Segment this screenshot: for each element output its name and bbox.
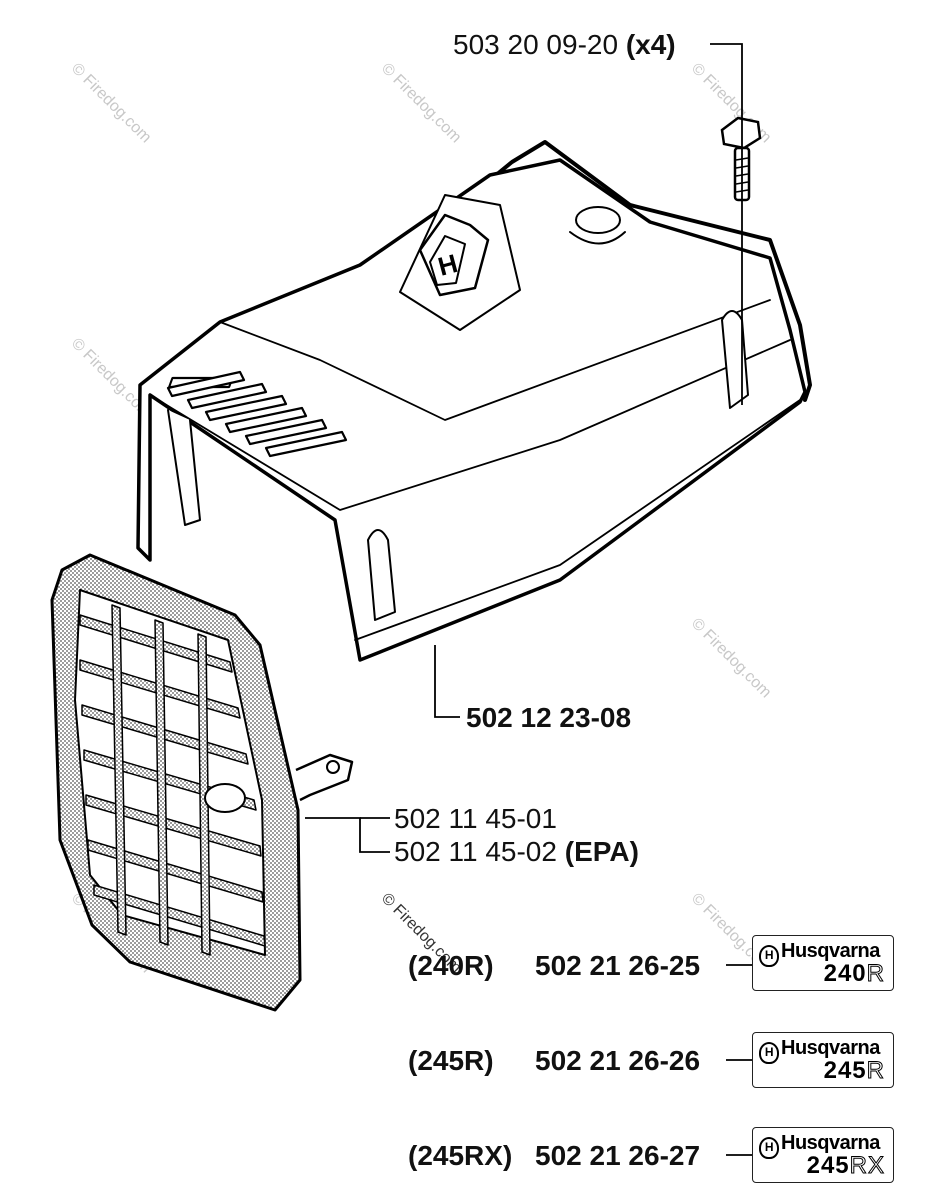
husqvarna-logo-icon: H [759, 1042, 779, 1064]
bolt-quantity: (x4) [625, 29, 676, 60]
bolt-part-label: 503 20 09-20 (x4) [453, 30, 676, 60]
cover-part-label: 502 12 23-08 [466, 703, 631, 733]
decal-model-number: 245R [823, 1057, 885, 1085]
decal-part-number-240r: 502 21 26-25 [535, 950, 701, 981]
grille-part-number-2: 502 11 45-02 [394, 836, 557, 867]
decal-model-240r: (240R) [408, 950, 494, 981]
cylinder-cover: H [136, 140, 812, 662]
decal-model-number: 240R [823, 960, 885, 988]
bolt-leader-line [710, 43, 743, 405]
grille-part-number-1: 502 11 45-01 [394, 803, 557, 834]
husqvarna-logo-icon: H [759, 1137, 779, 1159]
decal-model-245r: (245R) [408, 1045, 494, 1076]
grille-part-label-1: 502 11 45-01 [394, 804, 557, 834]
husqvarna-logo-icon: H [759, 945, 779, 967]
bolt-part-number: 503 20 09-20 [453, 29, 619, 60]
decal-part-number-245r: 502 21 26-26 [535, 1045, 701, 1076]
cover-part-number: 502 12 23-08 [466, 702, 632, 733]
decal-model-245rx: (245RX) [408, 1140, 513, 1171]
cover-leader-line [434, 645, 460, 718]
decal-part-number-245rx: 502 21 26-27 [535, 1140, 701, 1171]
grille-note: (EPA) [564, 836, 639, 867]
air-grille [50, 553, 354, 1012]
decal-model-number: 245RX [806, 1152, 885, 1180]
grille-part-label-2: 502 11 45-02 (EPA) [394, 837, 639, 867]
husqvarna-logo-icon: H [418, 213, 490, 297]
bolt-icon [720, 116, 762, 202]
